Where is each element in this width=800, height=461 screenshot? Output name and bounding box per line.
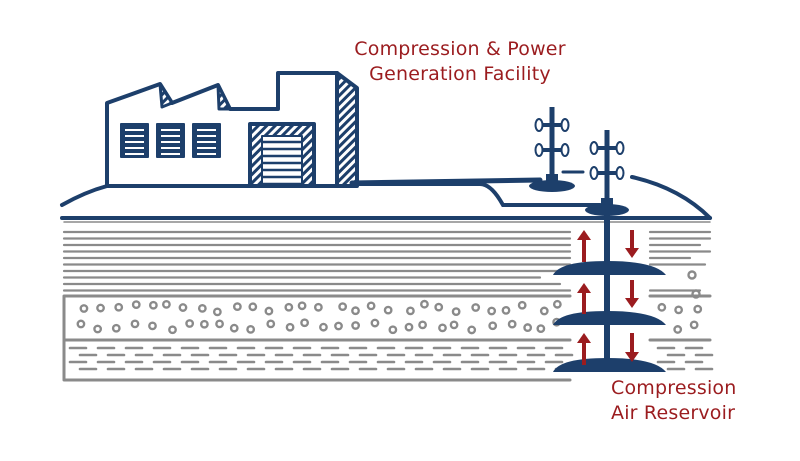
- gravel-circle: [285, 322, 295, 332]
- down-arrow-head: [625, 248, 639, 258]
- valve-wheel-icon: [589, 141, 599, 155]
- wellheads: [529, 107, 666, 372]
- gravel-circle: [148, 321, 157, 331]
- air-flow-arrows: [577, 230, 639, 365]
- facility-label: Compression & Power Generation Facility: [330, 37, 590, 87]
- wellhead-base: [529, 180, 575, 192]
- gravel-circle: [300, 318, 310, 328]
- gravel-circle: [691, 289, 701, 299]
- facility-building: [105, 71, 359, 188]
- reservoir-label-line1: Compression: [611, 377, 737, 399]
- gravel-circle: [434, 302, 444, 312]
- gravel-circle: [229, 323, 239, 333]
- gravel-circle: [212, 307, 222, 317]
- gravel-circle: [79, 304, 89, 313]
- gravel-circle: [388, 325, 398, 335]
- gravel-circle: [674, 305, 684, 315]
- gravel-circle: [488, 321, 498, 331]
- gravel-circle: [199, 319, 209, 329]
- gravel-circle: [438, 323, 447, 333]
- gravel-circle: [366, 301, 376, 311]
- gravel-circle: [467, 325, 477, 335]
- gravel-circle: [178, 303, 188, 312]
- gravel-circle: [351, 306, 360, 316]
- gravel-circle: [248, 302, 258, 312]
- gravel-circle: [451, 307, 461, 317]
- gravel-circle: [404, 322, 414, 332]
- reservoir-chamber: [553, 261, 666, 275]
- gravel-circle: [130, 319, 140, 329]
- valve-wheel-icon: [615, 141, 625, 155]
- gravel-circle: [297, 301, 307, 311]
- ground-surface: [60, 175, 712, 223]
- gravel-circle: [96, 303, 105, 313]
- valve-wheel-icon: [560, 118, 570, 132]
- valve-wheel-icon: [534, 118, 544, 132]
- building-window: [156, 123, 185, 158]
- gravel-circle: [471, 303, 481, 312]
- gravel-circle: [185, 319, 195, 328]
- gravel-circle: [539, 306, 549, 316]
- valve-wheel-icon: [615, 166, 625, 180]
- gravel-circle: [383, 305, 393, 315]
- valve-wheel-icon: [534, 143, 544, 157]
- gravel-circle: [215, 319, 224, 329]
- gravel-circle: [449, 320, 459, 330]
- down-arrow-head: [625, 352, 639, 362]
- gravel-circle: [111, 323, 121, 333]
- reservoir-label-line2: Air Reservoir: [611, 402, 736, 424]
- gravel-circle: [76, 319, 86, 329]
- wellhead-base: [585, 204, 629, 216]
- gravel-circle: [246, 325, 256, 334]
- building-window: [192, 123, 221, 158]
- gravel-circle: [370, 318, 380, 328]
- rock-strata: [62, 230, 714, 382]
- gravel-circle: [319, 322, 328, 332]
- gravel-circle: [406, 306, 415, 316]
- gravel-circle: [689, 320, 699, 330]
- gravel-circle: [197, 304, 207, 313]
- gravel-circle: [351, 321, 361, 330]
- gravel-circle: [657, 302, 667, 312]
- gravel-circle: [266, 319, 276, 329]
- gravel-circle: [687, 270, 697, 280]
- reservoir-label: Compression Air Reservoir: [611, 376, 737, 426]
- gravel-circle: [131, 300, 141, 310]
- gravel-circle: [487, 306, 497, 316]
- building-window: [120, 123, 149, 158]
- gravel-circle: [284, 302, 294, 312]
- reservoir-chamber: [553, 311, 666, 325]
- gravel-circle: [168, 325, 177, 335]
- air-pipeline: [349, 170, 602, 207]
- gravel-circle: [334, 321, 343, 331]
- gravel-circle: [517, 300, 527, 310]
- up-arrow-head: [577, 230, 591, 240]
- gravel-circle: [552, 299, 562, 309]
- valve-wheel-icon: [589, 166, 599, 180]
- gravel-circle: [162, 300, 171, 309]
- gravel-circle: [501, 305, 511, 315]
- gravel-circle: [313, 302, 323, 312]
- gravel-circle: [536, 324, 546, 334]
- down-arrow-head: [625, 298, 639, 308]
- gravel-circle: [523, 323, 533, 332]
- gravel-circle: [93, 324, 103, 334]
- gravel-circle: [232, 302, 242, 312]
- up-arrow-head: [577, 333, 591, 343]
- up-arrow-head: [577, 283, 591, 293]
- valve-wheel-icon: [560, 143, 570, 157]
- gravel-circle: [420, 299, 429, 309]
- gravel-circle: [673, 325, 683, 334]
- reservoir-chamber: [553, 358, 666, 372]
- facility-label-line1: Compression & Power: [354, 38, 566, 60]
- gravel-circle: [693, 304, 703, 314]
- facility-label-line2: Generation Facility: [369, 63, 551, 85]
- gravel-circle: [114, 302, 124, 312]
- gravel-circle: [507, 319, 517, 329]
- gravel-circle: [338, 302, 348, 311]
- gravel-circle: [148, 300, 158, 310]
- gravel-circle: [418, 320, 427, 330]
- gravel-circle: [264, 306, 274, 316]
